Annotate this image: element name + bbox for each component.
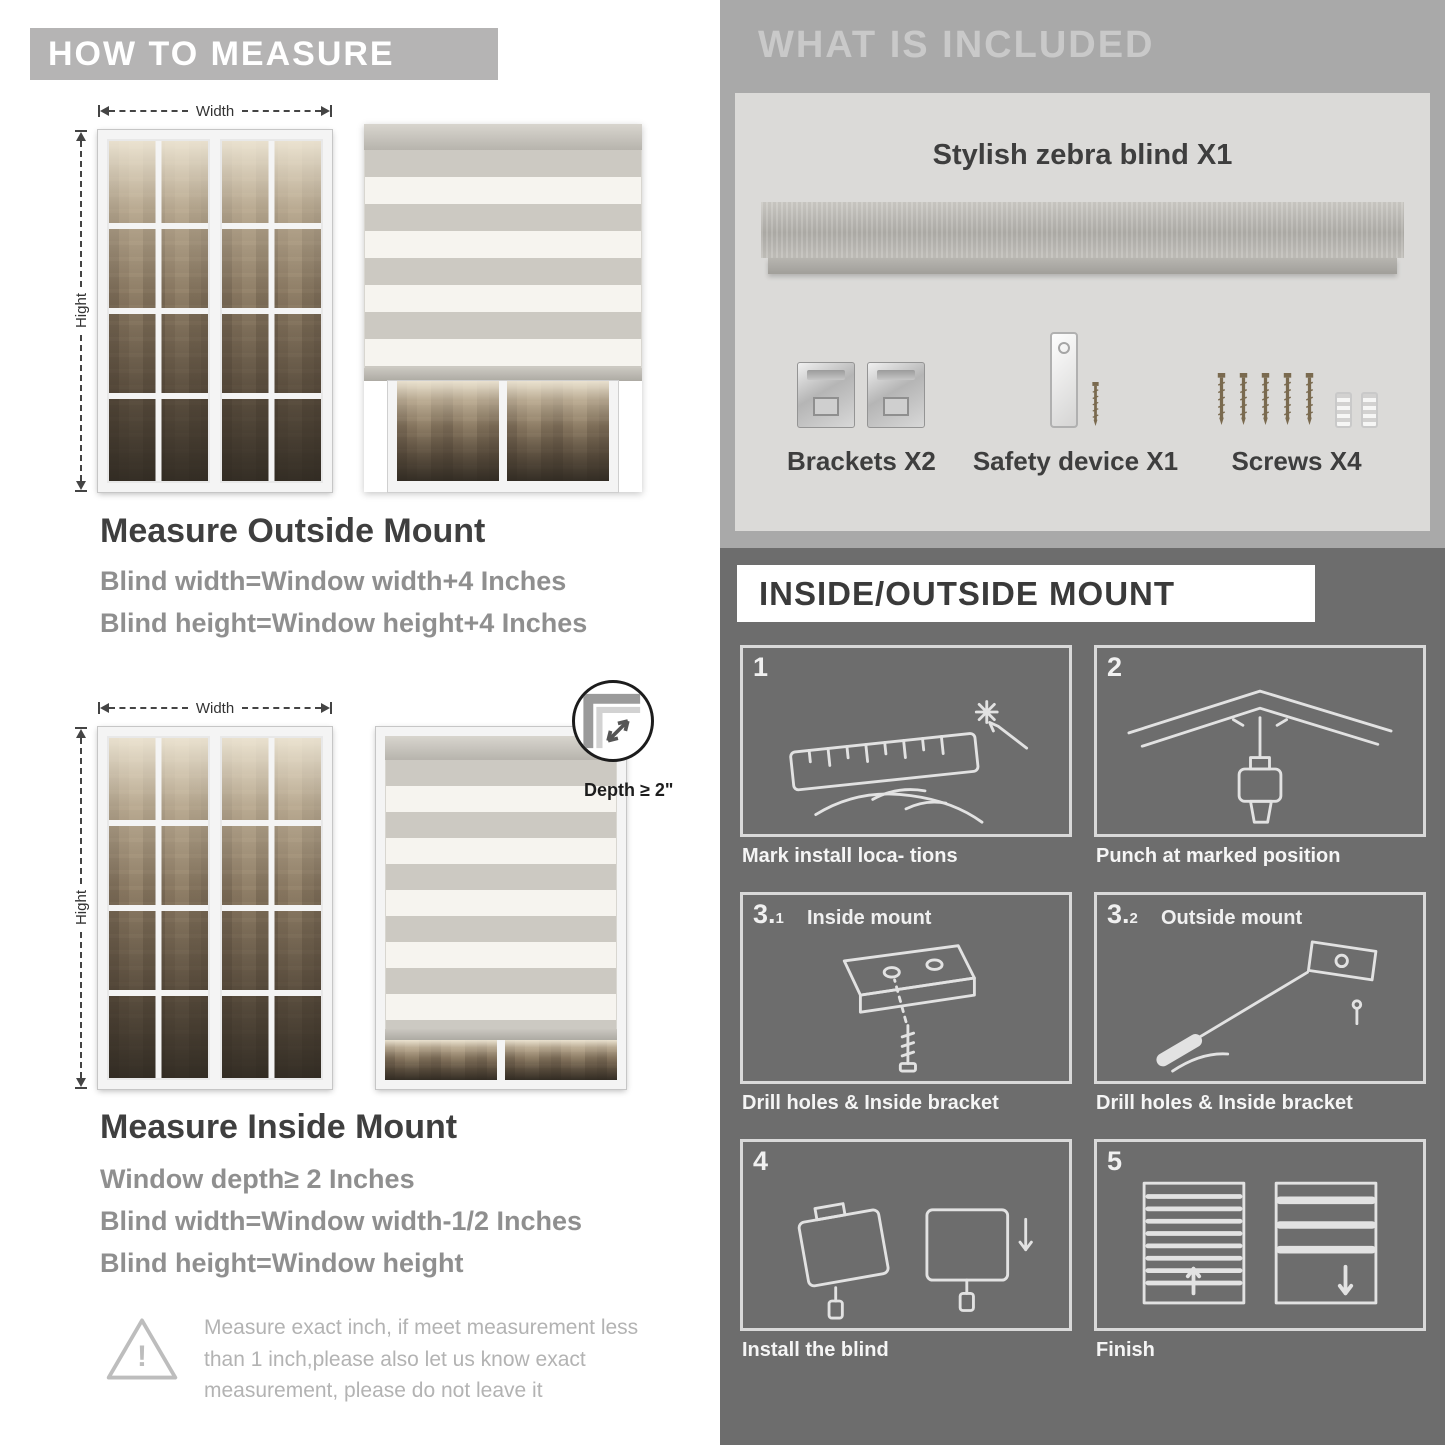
mount-header-banner: INSIDE/OUTSIDE MOUNT xyxy=(737,565,1315,622)
blind-product-label: Stylish zebra blind X1 xyxy=(932,139,1233,171)
step-4: 4 xyxy=(740,1139,1072,1362)
width-arrow: Width xyxy=(98,699,332,717)
part-screws: Screws X4 xyxy=(1215,328,1378,477)
mount-steps: 1 xyxy=(740,645,1426,1362)
window-illustration-inside xyxy=(97,726,333,1090)
screw-icon xyxy=(1239,373,1248,425)
window-frame xyxy=(97,726,333,1090)
included-header: WHAT IS INCLUDED xyxy=(758,24,1155,66)
warning-icon: ! xyxy=(102,1312,182,1386)
safety-device-label: Safety device X1 xyxy=(972,446,1179,476)
measure-warning: ! Measure exact inch, if meet measuremen… xyxy=(102,1312,662,1407)
included-panel: Stylish zebra blind X1 Brackets X2 xyxy=(735,93,1430,531)
window-sash xyxy=(107,736,210,1080)
anchor-icon xyxy=(1361,392,1378,428)
included-parts: Brackets X2 Safety device X1 xyxy=(735,328,1430,477)
height-label: Hight xyxy=(72,890,90,926)
anchor-icon xyxy=(1335,392,1352,428)
mark-location-art xyxy=(789,700,1029,824)
zebra-blind-inside-illustration xyxy=(375,726,627,1090)
safety-device-icon xyxy=(1049,332,1078,428)
part-safety-device: Safety device X1 xyxy=(973,328,1178,477)
safety-device-illustration xyxy=(1049,328,1101,428)
height-label: Hight xyxy=(72,293,90,329)
how-to-measure-banner: HOW TO MEASURE xyxy=(30,28,498,80)
screw-icon xyxy=(1283,373,1292,425)
step-caption: Install the blind xyxy=(742,1339,889,1361)
step-5: 5 Finish xyxy=(1094,1139,1426,1362)
finish-blinds-art xyxy=(1142,1181,1378,1305)
how-to-measure-title: HOW TO MEASURE xyxy=(48,34,395,73)
zebra-blind-product-illustration xyxy=(761,202,1404,274)
step-caption: Drill holes & Inside bracket xyxy=(742,1092,999,1114)
outside-width-formula: Blind width=Window width+4 Inches xyxy=(100,566,567,596)
depth-requirement-label: Depth ≥ 2" xyxy=(584,780,674,800)
install-blind-art xyxy=(797,1202,1033,1320)
inside-depth-formula: Window depth≥ 2 Inches xyxy=(100,1164,415,1194)
window-sash xyxy=(107,139,210,483)
window-below-blind xyxy=(387,380,619,493)
blind-bottom-rail xyxy=(364,368,642,381)
blind-bottom-rail xyxy=(385,1029,617,1040)
step-3-1: 3.1 Inside mount xyxy=(740,892,1072,1115)
step-caption: Finish xyxy=(1096,1339,1155,1361)
mount-instructions-section: INSIDE/OUTSIDE MOUNT 1 xyxy=(720,548,1445,1445)
frame-corner-art xyxy=(583,693,641,749)
window-frame xyxy=(97,129,333,493)
screw-icon xyxy=(1305,373,1314,425)
screw-icon xyxy=(1261,373,1270,425)
inside-mount-title: Measure Inside Mount xyxy=(100,1108,458,1146)
width-arrow: Width xyxy=(98,102,332,120)
window-sash xyxy=(220,139,323,483)
screws-illustration xyxy=(1215,328,1378,428)
step-3-2: 3.2 Outside mount Dr xyxy=(1094,892,1426,1115)
screw-icon xyxy=(1092,382,1099,426)
outside-bracket-art xyxy=(1156,940,1378,1073)
height-arrow: Hight xyxy=(70,130,92,492)
blind-cassette xyxy=(364,124,642,150)
window-illustration-outside xyxy=(97,129,333,493)
window-below-blind xyxy=(385,1040,617,1080)
step-caption: Mark install loca- tions xyxy=(742,845,958,867)
step-caption: Punch at marked position xyxy=(1096,845,1341,867)
warning-text: Measure exact inch, if meet measurement … xyxy=(204,1316,639,1402)
blind-stripes xyxy=(385,760,617,1029)
brackets-label: Brackets X2 xyxy=(787,446,936,476)
step-2: 2 Punch at marked xyxy=(1094,645,1426,868)
brackets-illustration xyxy=(797,328,926,428)
outside-mount-title: Measure Outside Mount xyxy=(100,512,486,550)
window-sash xyxy=(220,736,323,1080)
height-arrow: Hight xyxy=(70,727,92,1089)
zebra-blind-outside-illustration xyxy=(364,124,642,493)
step-caption: Drill holes & Inside bracket xyxy=(1096,1092,1353,1114)
mount-header: INSIDE/OUTSIDE MOUNT xyxy=(759,574,1176,612)
what-is-included-section: WHAT IS INCLUDED Stylish zebra blind X1 … xyxy=(720,0,1445,548)
drill-art xyxy=(1127,689,1393,824)
part-brackets: Brackets X2 xyxy=(787,328,936,477)
inside-height-formula: Blind height=Window height xyxy=(100,1248,464,1278)
bracket-icon xyxy=(797,362,856,428)
width-label: Width xyxy=(195,699,235,717)
inside-bracket-art xyxy=(842,944,976,1073)
width-label: Width xyxy=(195,102,235,120)
screw-icon xyxy=(1217,373,1226,425)
inside-width-formula: Blind width=Window width-1/2 Inches xyxy=(100,1206,583,1236)
bracket-icon xyxy=(867,362,926,428)
depth-detail-circle xyxy=(572,680,654,762)
warning-exclamation: ! xyxy=(137,1340,147,1373)
screws-label: Screws X4 xyxy=(1231,446,1362,476)
outside-height-formula: Blind height=Window height+4 Inches xyxy=(100,608,588,638)
blind-stripes xyxy=(364,150,642,368)
step-1: 1 xyxy=(740,645,1072,868)
